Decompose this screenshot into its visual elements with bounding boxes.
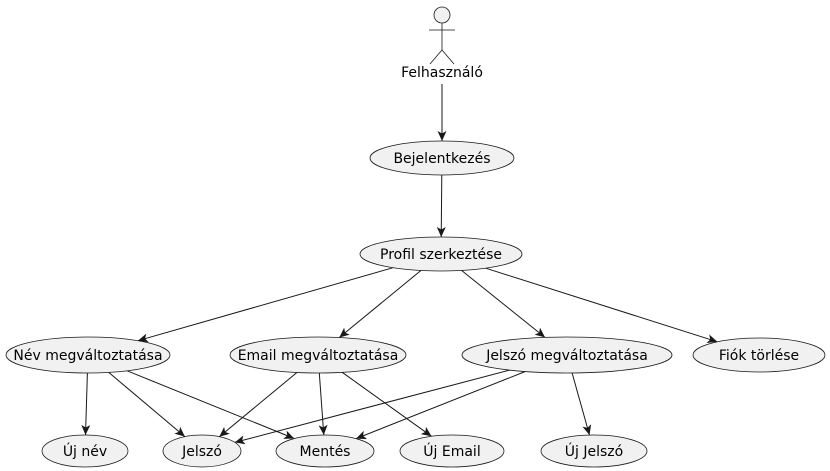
use-case-ellipse bbox=[5, 336, 171, 374]
use-case-label: Mentés bbox=[300, 444, 351, 460]
arrow-change-email-to-save bbox=[318, 372, 328, 436]
arrow-change-name-to-password bbox=[108, 372, 186, 437]
arrow-change-email-to-new-email bbox=[341, 371, 432, 437]
use-case-label: Új Email bbox=[423, 442, 480, 460]
edges-layer bbox=[81, 84, 718, 445]
arrow-change-email-to-password bbox=[218, 372, 298, 438]
use-case-edit-profile: Profil szerkeztése bbox=[359, 236, 523, 272]
use-case-ellipse bbox=[369, 140, 515, 176]
use-case-label: Fiók törlése bbox=[719, 348, 799, 364]
use-case-label: Jelszó megváltoztatása bbox=[485, 348, 648, 364]
use-case-ellipse bbox=[540, 434, 648, 468]
use-case-ellipse bbox=[692, 337, 826, 373]
arrow-change-password-to-new-password bbox=[571, 372, 592, 436]
use-case-change-email: Email megváltoztatása bbox=[229, 336, 407, 374]
use-case-label: Új Jelszó bbox=[565, 442, 623, 460]
arrow-edit-profile-to-change-email bbox=[338, 270, 422, 338]
use-case-ellipse bbox=[359, 236, 523, 272]
use-case-label: Új név bbox=[63, 442, 107, 460]
use-case-new-password: Új Jelszó bbox=[540, 434, 648, 468]
use-case-label: Email megváltoztatása bbox=[238, 348, 399, 364]
use-case-label: Név megváltoztatása bbox=[13, 348, 162, 364]
arrow-change-name-to-save bbox=[126, 370, 295, 439]
arrow-edit-profile-to-change-name bbox=[137, 267, 394, 343]
use-case-save: Mentés bbox=[275, 434, 375, 468]
arrow-edit-profile-to-change-password bbox=[461, 270, 546, 338]
arrow-change-password-to-save bbox=[355, 371, 526, 440]
actor-label: Felhasználó bbox=[401, 65, 483, 81]
use-case-label: Jelszó bbox=[181, 444, 222, 460]
use-case-ellipse bbox=[461, 336, 673, 374]
use-case-ellipse bbox=[162, 434, 242, 468]
use-case-login: Bejelentkezés bbox=[369, 140, 515, 176]
arrow-edit-profile-to-delete-account bbox=[485, 267, 718, 344]
use-case-ellipse bbox=[275, 434, 375, 468]
use-case-label: Profil szerkeztése bbox=[380, 247, 502, 263]
use-case-ellipse bbox=[41, 434, 129, 468]
use-case-ellipse bbox=[229, 336, 407, 374]
actor-icon bbox=[429, 6, 455, 65]
use-case-delete-account: Fiók törlése bbox=[692, 337, 826, 373]
arrow-login-to-edit-profile bbox=[436, 174, 446, 238]
use-case-new-name: Új név bbox=[41, 434, 129, 468]
use-case-label: Bejelentkezés bbox=[393, 151, 490, 167]
arrow-change-name-to-new-name bbox=[81, 372, 91, 436]
use-case-password: Jelszó bbox=[162, 434, 242, 468]
use-case-change-name: Név megváltoztatása bbox=[5, 336, 171, 374]
arrow-change-password-to-password bbox=[234, 369, 510, 445]
use-case-ellipse bbox=[399, 434, 505, 468]
use-case-change-password: Jelszó megváltoztatása bbox=[461, 336, 673, 374]
actor-felhasznalo: Felhasználó bbox=[401, 6, 483, 81]
use-case-new-email: Új Email bbox=[399, 434, 505, 468]
